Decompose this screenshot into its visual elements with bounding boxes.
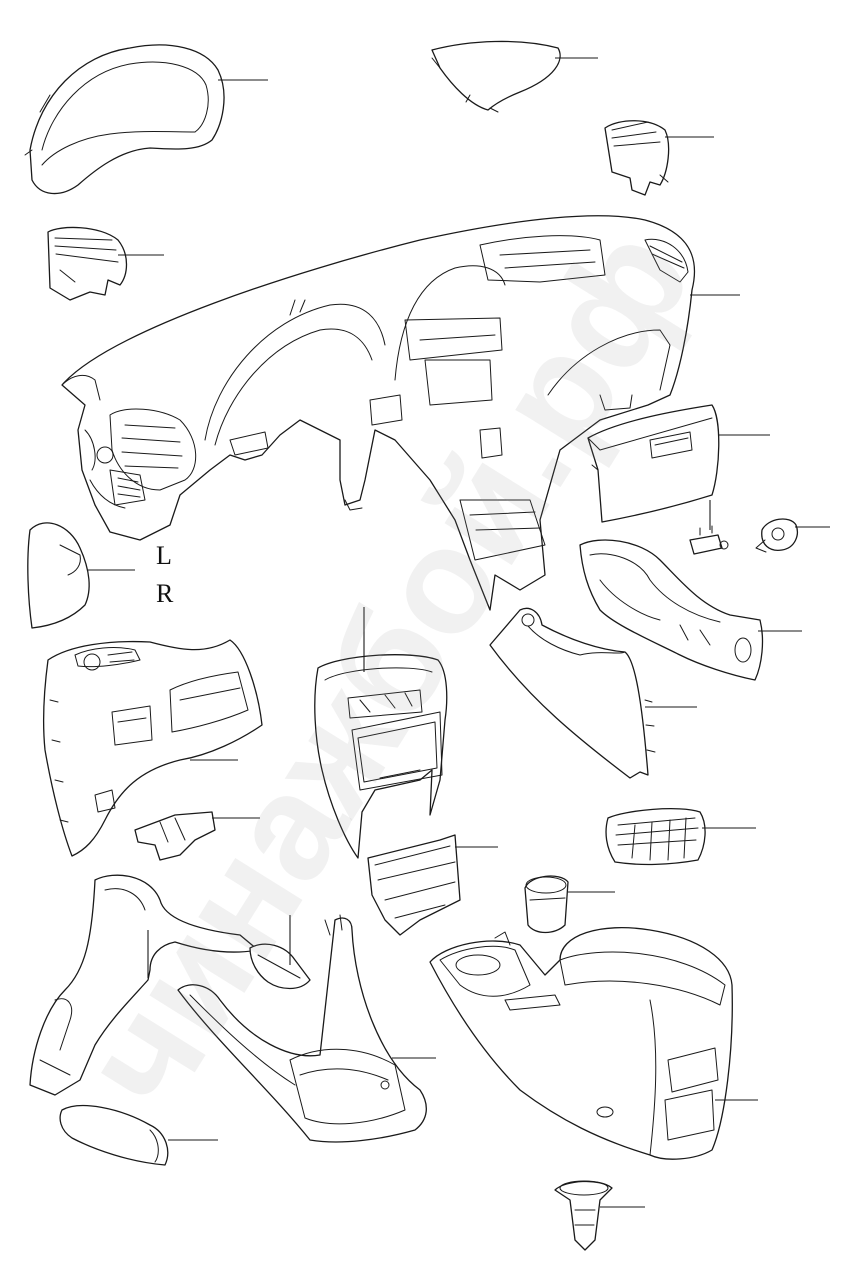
lower-left-knee-panel[interactable]	[42, 639, 263, 857]
push-pin-clip[interactable]	[554, 1180, 613, 1251]
left-side-air-vent[interactable]	[47, 226, 128, 301]
dash-speaker-cover[interactable]	[431, 40, 561, 113]
right-side-label: R	[156, 579, 174, 608]
instrument-cluster-hood[interactable]	[24, 44, 225, 195]
floor-air-duct[interactable]	[29, 874, 259, 1096]
rear-duct-extension[interactable]	[249, 943, 311, 990]
panel-end-cap[interactable]	[27, 522, 90, 629]
console-storage-tray[interactable]	[367, 834, 461, 936]
instrument-panel-main[interactable]	[61, 215, 696, 611]
floor-console-armrest[interactable]	[429, 927, 733, 1160]
console-side-panel[interactable]	[489, 607, 656, 779]
cup-holder-insert[interactable]	[524, 875, 569, 934]
left-side-label: L	[156, 541, 172, 570]
center-air-vent[interactable]	[605, 808, 706, 866]
shifter-console-trim[interactable]	[177, 914, 427, 1143]
glove-box-switch[interactable]	[689, 525, 729, 555]
center-stack-bezel[interactable]	[314, 654, 448, 859]
right-side-air-vent[interactable]	[604, 120, 670, 196]
lower-floor-duct[interactable]	[59, 1104, 169, 1166]
trim-grommet[interactable]	[755, 518, 798, 553]
right-lower-side-trim[interactable]	[579, 539, 764, 681]
glove-box[interactable]	[587, 404, 720, 523]
knee-panel-bracket[interactable]	[134, 811, 216, 861]
